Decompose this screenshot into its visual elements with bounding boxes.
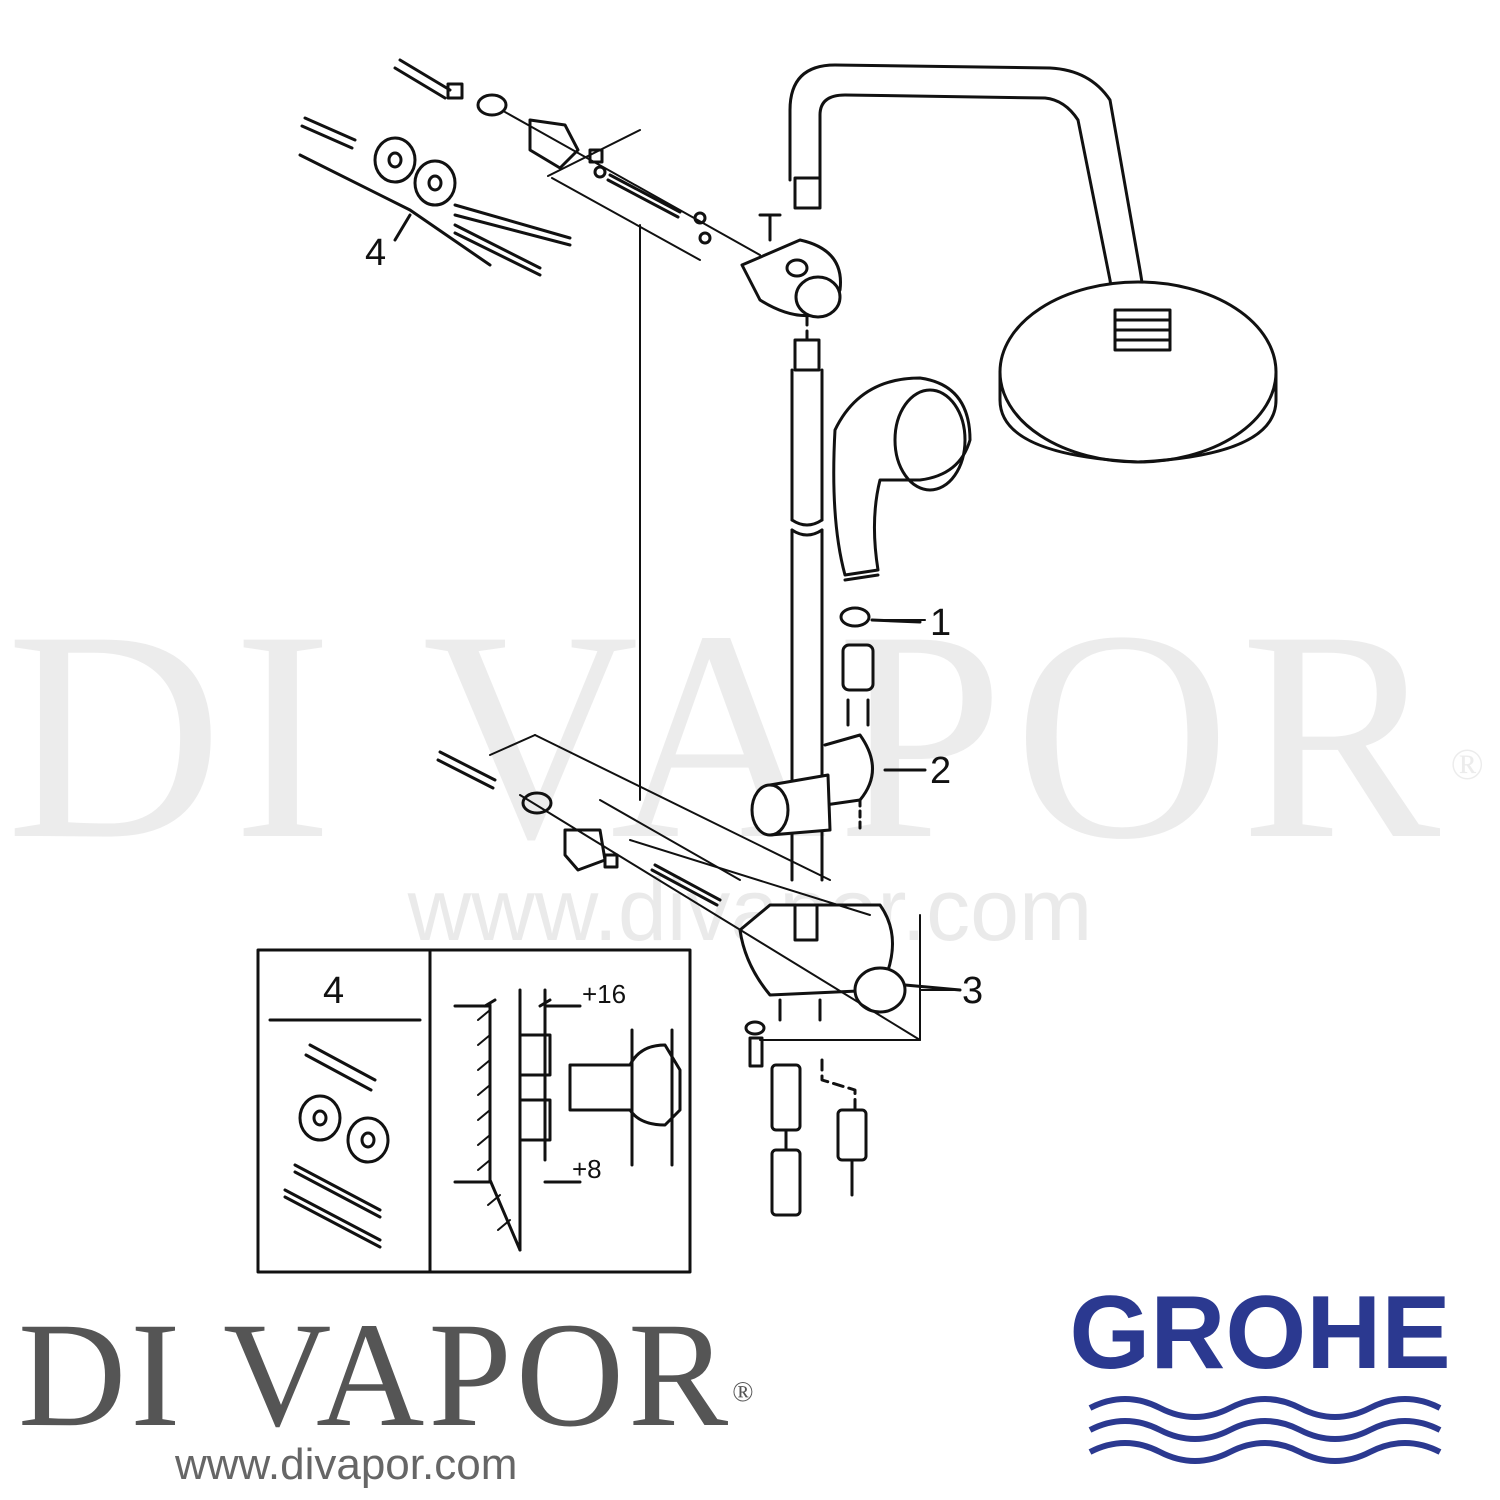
callout-2: 2 — [930, 750, 951, 792]
watermark-brand: DI VAPOR® — [6, 569, 1494, 901]
shower-arm — [788, 63, 1147, 312]
inset-offset-detail — [453, 988, 682, 1252]
lower-screws — [436, 750, 722, 907]
upper-wall-bracket — [740, 213, 842, 319]
dimension-bottom: +8 — [572, 1154, 602, 1184]
hand-shower — [832, 376, 972, 628]
lower-leader-lines — [489, 734, 921, 1041]
inset-box — [256, 948, 692, 1274]
connectors — [744, 1020, 868, 1217]
hose-nut — [841, 643, 875, 727]
callout-3: 3 — [962, 970, 983, 1012]
dimension-top: +16 — [582, 979, 626, 1009]
callout-1: 1 — [930, 602, 951, 644]
upper-leader-lines — [504, 111, 761, 801]
thermostat-mixer — [738, 903, 962, 1022]
head-shower — [998, 280, 1278, 464]
kit4-upper-parts — [298, 116, 572, 277]
callout-4: 4 — [365, 232, 386, 274]
grohe-waves-icon — [1088, 1396, 1442, 1464]
grohe-logo-text: GROHE — [1069, 1290, 1450, 1391]
inset-wall-hatching — [477, 1009, 511, 1231]
grohe-logo: GROHE — [1069, 1290, 1451, 1464]
slide-holder — [750, 733, 927, 837]
footer-brand: DI VAPOR® — [18, 1292, 758, 1458]
callout-leaders — [871, 619, 956, 991]
footer-url: www.divapor.com — [175, 1440, 518, 1489]
inset-kit4-parts — [283, 1043, 390, 1249]
upper-screws — [393, 58, 712, 245]
inset-kit4-label: 4 — [323, 970, 344, 1012]
